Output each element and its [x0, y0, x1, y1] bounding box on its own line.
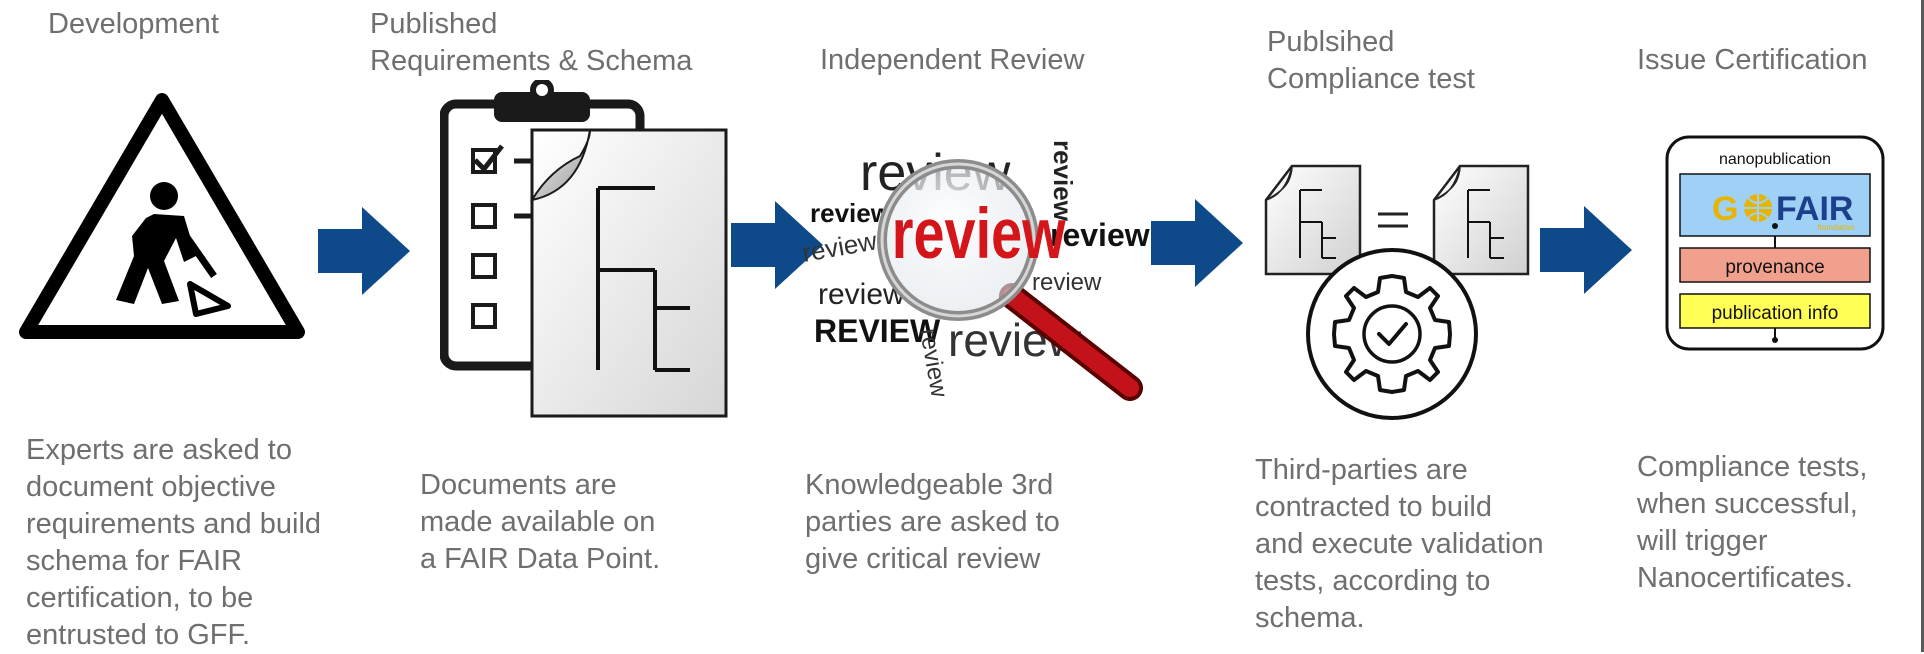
review-word: review [810, 198, 892, 228]
nanopublication-card: nanopublication G FAIR foundation proven… [1665, 135, 1885, 351]
flow-arrow-2 [731, 201, 823, 289]
flow-arrow-1 [318, 207, 410, 295]
right-edge-divider [1921, 0, 1924, 652]
publication-info-block [1679, 293, 1871, 329]
stage-description-independent-review: Knowledgeable 3rd parties are asked to g… [805, 469, 1060, 575]
stage-title-compliance-test: Publsihed Compliance test [1267, 26, 1475, 95]
stage-title-independent-review: Independent Review [820, 44, 1085, 76]
publication-info-label: publication info [1712, 303, 1839, 324]
provenance-block [1679, 247, 1871, 283]
stage-title-published-requirements: Published Requirements & Schema [370, 8, 693, 77]
review-magnifier-icon: review review review review REVIEW revie… [800, 140, 1150, 401]
stage-title-issue-certification: Issue Certification [1637, 44, 1868, 76]
stage-description-issue-certification: Compliance tests, when successful, will … [1637, 451, 1868, 594]
stage-description-compliance-test: Third-parties are contracted to build an… [1255, 454, 1544, 634]
flow-arrow-3 [1151, 199, 1243, 287]
review-word: review [1048, 140, 1078, 222]
review-word: REVIEW [814, 313, 941, 349]
review-word: review [1050, 217, 1150, 253]
gff-logo-fair: FAIR [1776, 190, 1853, 228]
review-word: review [800, 225, 879, 268]
flow-arrow-4 [1540, 206, 1632, 294]
nanopub-header: nanopublication [1719, 151, 1831, 168]
clipboard-document-icon [440, 80, 728, 418]
compliance-test-icon [1264, 164, 1530, 420]
review-word: review [1032, 269, 1102, 296]
provenance-label: provenance [1725, 257, 1824, 278]
stage-description-development: Experts are asked to document objective … [26, 434, 322, 651]
construction-warning-icon [19, 93, 305, 339]
stage-description-published-requirements: Documents are made available on a FAIR D… [420, 469, 661, 575]
gff-logo-sub: foundation [1817, 223, 1854, 232]
gff-logo-g: G [1712, 190, 1738, 228]
stage-title-development: Development [48, 8, 219, 40]
review-word: review [892, 193, 1066, 273]
